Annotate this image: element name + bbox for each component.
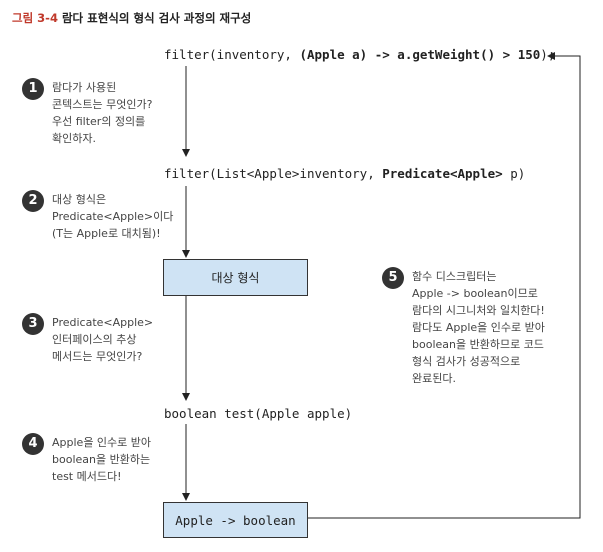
code-line1-post: ); bbox=[540, 47, 556, 62]
step-1-badge: 1 bbox=[22, 78, 44, 100]
code-line-filter-call: filter(inventory, (Apple a) -> a.getWeig… bbox=[164, 47, 555, 62]
target-type-label: 대상 형식 bbox=[211, 271, 260, 285]
step-2-badge: 2 bbox=[22, 190, 44, 212]
step-3-badge: 3 bbox=[22, 313, 44, 335]
figure-label: 그림 3-4 bbox=[12, 11, 58, 25]
figure-caption: 람다 표현식의 형식 검사 과정의 재구성 bbox=[61, 11, 252, 25]
figure-title: 그림 3-4 람다 표현식의 형식 검사 과정의 재구성 bbox=[12, 10, 251, 26]
code-line2-predicate: Predicate<Apple> bbox=[382, 166, 503, 181]
function-descriptor-label: Apple -> boolean bbox=[175, 512, 296, 528]
target-type-box: 대상 형식 bbox=[163, 259, 308, 296]
code-line1-pre: filter(inventory, bbox=[164, 47, 300, 62]
step-2-note: 대상 형식은 Predicate<Apple>이다 (T는 Apple로 대치됨… bbox=[52, 193, 174, 240]
step-4-badge: 4 bbox=[22, 433, 44, 455]
step-3-note: Predicate<Apple> 인터페이스의 추상 메서드는 무엇인가? bbox=[52, 316, 154, 363]
code-line2-pre: filter(List<Apple>inventory, bbox=[164, 166, 383, 181]
code-line2-post: p) bbox=[502, 166, 526, 181]
code-line-filter-signature: filter(List<Apple>inventory, Predicate<A… bbox=[164, 166, 525, 181]
step-5-note: 함수 디스크립터는 Apple -> boolean이므로 람다의 시그니처와 … bbox=[412, 270, 545, 385]
function-descriptor-box: Apple -> boolean bbox=[163, 502, 308, 538]
code-line-test-method: boolean test(Apple apple) bbox=[164, 406, 353, 421]
step-1-note: 람다가 사용된 콘텍스트는 무엇인가? 우선 filter의 정의를 확인하자. bbox=[52, 81, 153, 145]
step-4-note: Apple을 인수로 받아 boolean을 반환하는 test 메서드다! bbox=[52, 436, 152, 483]
code-line1-lambda: (Apple a) -> a.getWeight() > 150 bbox=[299, 47, 541, 62]
arrow-signature-to-line1 bbox=[308, 52, 581, 519]
step-5-badge: 5 bbox=[382, 267, 404, 289]
